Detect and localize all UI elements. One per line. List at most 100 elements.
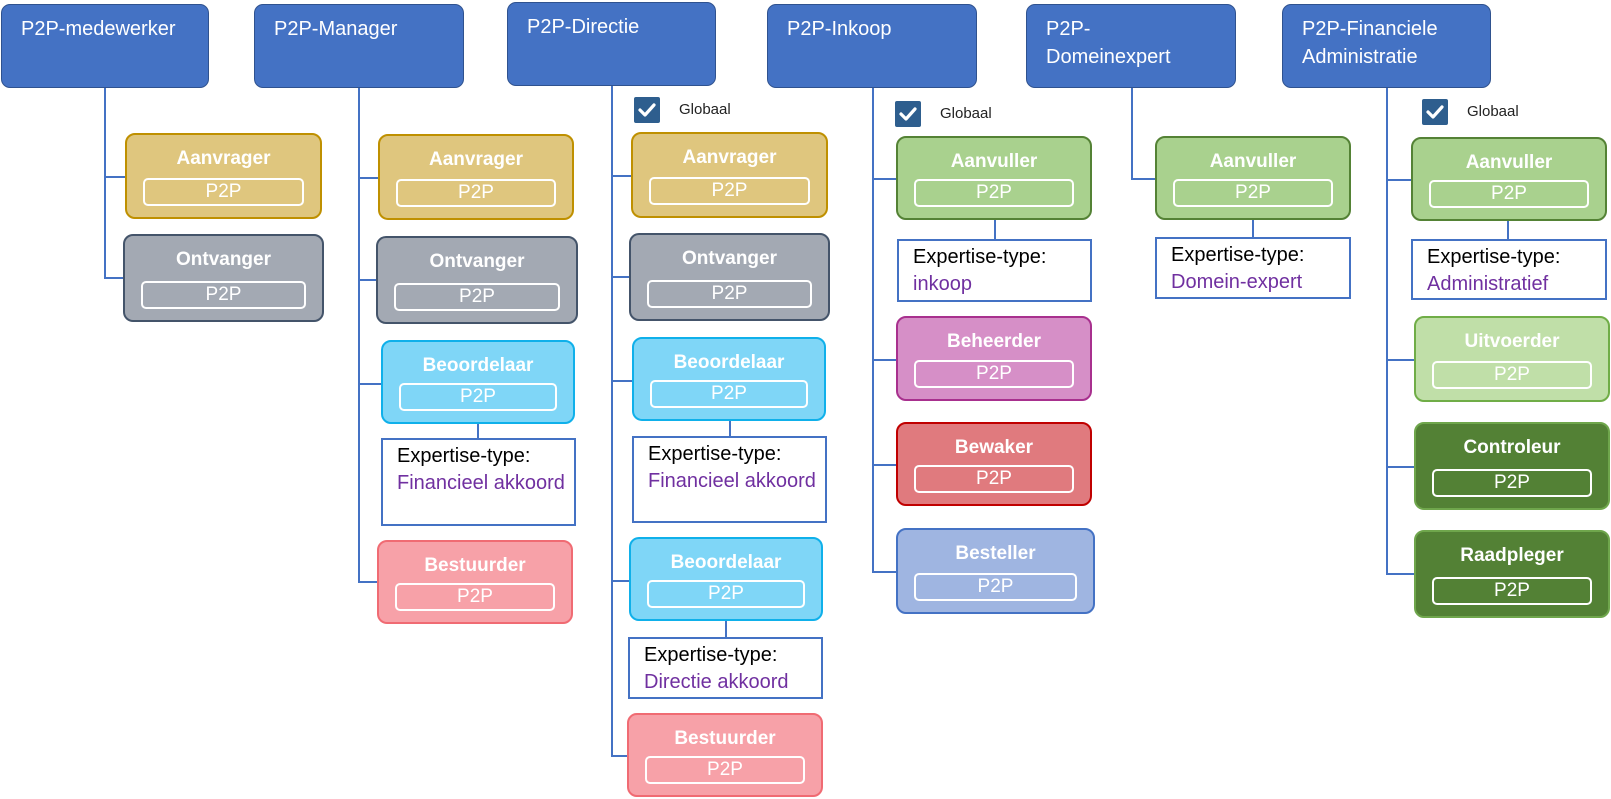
connector-line — [872, 359, 897, 361]
global-label: Globaal — [940, 105, 992, 122]
role-name: Uitvoerder — [1464, 331, 1560, 352]
connector-line — [725, 620, 727, 637]
role-scope: P2P — [914, 179, 1074, 207]
expertise-value: Domein-expert — [1171, 271, 1303, 293]
group-header: P2P-Inkoop — [767, 4, 977, 88]
role-scope: P2P — [647, 280, 812, 308]
group-header: P2P- Domeinexpert — [1026, 4, 1236, 88]
role-box-beheerder: Beheerder P2P — [896, 316, 1092, 401]
role-box-aanvuller: Aanvuller P2P — [1411, 137, 1607, 221]
connector-line — [1507, 221, 1509, 239]
role-box-bestuurder: Bestuurder P2P — [377, 540, 573, 624]
connector-line — [1252, 219, 1254, 237]
expertise-value: Financieel akkoord — [397, 472, 565, 494]
connector-line — [872, 571, 897, 573]
expertise-label: Expertise-type: — [644, 644, 778, 666]
role-name: Ontvanger — [175, 249, 272, 270]
connector-line — [872, 464, 897, 466]
role-scope: P2P — [141, 281, 306, 309]
connector-line — [104, 277, 123, 279]
connector-line — [477, 423, 479, 438]
role-name: Ontvanger — [429, 251, 525, 272]
global-label: Globaal — [679, 101, 731, 118]
role-scope: P2P — [914, 360, 1074, 388]
checkmark-icon — [634, 97, 660, 123]
role-box-bewaker: Bewaker P2P — [896, 422, 1092, 506]
role-box-aanvuller: Aanvuller P2P — [1155, 136, 1351, 220]
role-box-aanvrager: Aanvrager P2P — [378, 134, 574, 220]
role-name: Besteller — [955, 543, 1036, 564]
role-scope: P2P — [143, 178, 304, 206]
role-scope: P2P — [649, 177, 810, 205]
role-name: Beheerder — [947, 331, 1041, 352]
role-name: Ontvanger — [681, 248, 778, 269]
group-header: P2P-Directie — [507, 2, 716, 86]
connector-line — [358, 279, 376, 281]
role-name: Aanvrager — [682, 147, 777, 168]
expertise-box: Expertise-type: Directie akkoord — [628, 637, 823, 699]
role-name: Beoordelaar — [422, 355, 534, 376]
expertise-box: Expertise-type: Administratief — [1411, 239, 1607, 300]
role-name: Aanvuller — [1209, 151, 1297, 172]
role-name: Bewaker — [954, 437, 1034, 458]
role-scope: P2P — [914, 573, 1077, 601]
role-box-aanvrager: Aanvrager P2P — [631, 132, 828, 218]
role-scope: P2P — [1432, 361, 1592, 389]
connector-line — [1386, 359, 1414, 361]
expertise-value: Directie akkoord — [644, 671, 789, 693]
global-checkbox[interactable]: Globaal — [895, 101, 1015, 127]
role-name: Aanvuller — [1465, 152, 1553, 173]
connector-line — [358, 383, 381, 385]
role-scope: P2P — [914, 465, 1074, 493]
connector-line — [358, 177, 378, 179]
checkmark-icon — [1422, 99, 1448, 125]
role-name: Raadpleger — [1460, 545, 1564, 566]
role-box-aanvrager: Aanvrager P2P — [125, 133, 322, 219]
role-scope: P2P — [1429, 180, 1589, 208]
role-scope: P2P — [650, 380, 808, 408]
connector-line — [1131, 88, 1133, 179]
global-checkbox[interactable]: Globaal — [1422, 99, 1542, 125]
role-box-bestuurder: Bestuurder P2P — [627, 713, 823, 797]
role-scope: P2P — [1432, 577, 1592, 605]
role-scope: P2P — [399, 383, 557, 411]
expertise-label: Expertise-type: — [1427, 246, 1561, 268]
connector-line — [611, 380, 632, 382]
connector-line — [1386, 179, 1411, 181]
global-label: Globaal — [1467, 103, 1519, 120]
role-box-aanvuller: Aanvuller P2P — [896, 136, 1092, 220]
role-box-beoordelaar: Beoordelaar P2P — [632, 337, 826, 421]
connector-line — [611, 276, 629, 278]
connector-line — [1386, 573, 1414, 575]
role-box-raadpleger: Raadpleger P2P — [1414, 530, 1610, 618]
role-scope: P2P — [1173, 179, 1333, 207]
expertise-box: Expertise-type: Financieel akkoord — [632, 436, 827, 523]
role-scope: P2P — [1432, 469, 1592, 497]
connector-line — [872, 178, 897, 180]
role-box-beoordelaar: Beoordelaar P2P — [629, 537, 823, 621]
role-name: Bestuurder — [674, 728, 776, 749]
role-scope: P2P — [396, 179, 556, 207]
expertise-value: Administratief — [1427, 273, 1549, 295]
connector-line — [872, 88, 874, 572]
connector-line — [611, 580, 629, 582]
role-name: Aanvrager — [176, 148, 271, 169]
expertise-label: Expertise-type: — [1171, 244, 1305, 266]
connector-line — [358, 581, 377, 583]
role-scope: P2P — [395, 583, 555, 611]
expertise-value: Financieel akkoord — [648, 470, 816, 492]
expertise-box: Expertise-type: Domein-expert — [1155, 237, 1351, 299]
checkmark-icon — [895, 101, 921, 127]
connector-line — [1386, 466, 1414, 468]
role-box-ontvanger: Ontvanger P2P — [123, 234, 324, 322]
expertise-box: Expertise-type: inkoop — [897, 239, 1092, 302]
expertise-label: Expertise-type: — [397, 445, 531, 467]
global-checkbox[interactable]: Globaal — [634, 97, 754, 123]
connector-line — [358, 88, 360, 582]
expertise-value: inkoop — [913, 273, 972, 295]
connector-line — [104, 88, 106, 277]
connector-line — [729, 420, 731, 436]
role-name: Aanvuller — [950, 151, 1038, 172]
role-name: Aanvrager — [429, 149, 523, 170]
